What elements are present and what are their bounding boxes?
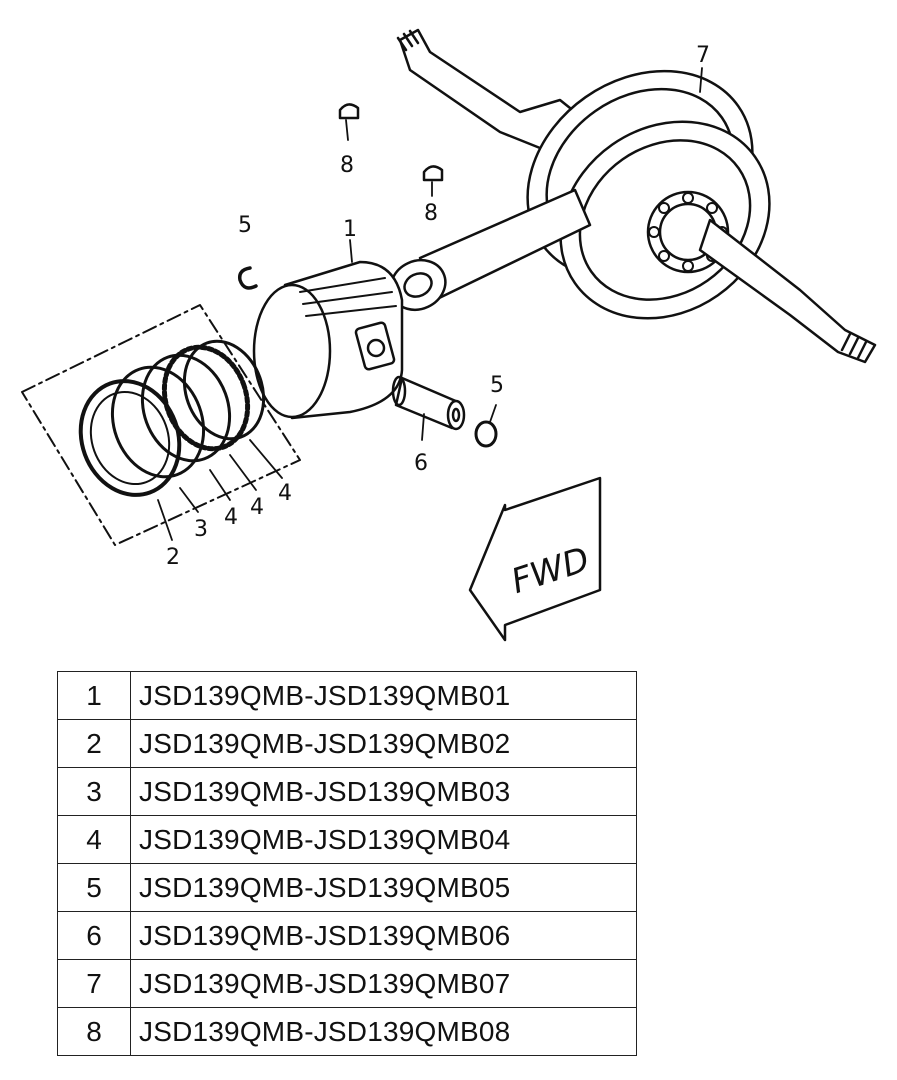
- callout-7: 7: [696, 43, 710, 68]
- crankshaft-front-web-inner: [578, 139, 752, 301]
- ring-oil-a: [140, 353, 232, 463]
- callout-1: 1: [343, 217, 357, 242]
- piston-crown: [252, 283, 332, 419]
- part-number-cell: 3: [57, 767, 131, 816]
- callout-4-a: 4: [224, 505, 238, 530]
- callout-5-left: 5: [238, 213, 252, 238]
- callout-4-c: 4: [278, 481, 292, 506]
- part-number-cell: 4: [57, 815, 131, 864]
- crankshaft-upper-thread: [396, 29, 420, 52]
- piston-ring-grooves: [299, 277, 397, 317]
- callout-2: 2: [166, 545, 180, 570]
- part-code-cell: JSD139QMB-JSD139QMB01: [130, 671, 637, 720]
- fwd-arrow-icon: [468, 476, 602, 642]
- callout-5-right: 5: [490, 373, 504, 398]
- callout-4-b: 4: [250, 495, 264, 520]
- callout-8-lower: 8: [424, 201, 438, 226]
- connecting-rod-small-end-hole: [403, 272, 433, 298]
- ring-second: [110, 365, 206, 479]
- piston: [252, 260, 404, 420]
- woodruff-key-lower: [422, 165, 444, 182]
- ring-oil-b: [161, 344, 251, 452]
- part-code-cell: JSD139QMB-JSD139QMB04: [130, 815, 637, 864]
- part-number-cell: 6: [57, 911, 131, 960]
- callout-6: 6: [414, 451, 428, 476]
- callout-8-upper: 8: [340, 153, 354, 178]
- piston-pin-boss: [354, 321, 396, 371]
- piston-pin: [391, 375, 466, 431]
- part-number-cell: 8: [57, 1007, 131, 1056]
- part-number-cell: 5: [57, 863, 131, 912]
- exploded-parts-diagram: 7 1 8 8 5 5 6 2 3 4 4 4 FWD: [21, 28, 877, 642]
- callout-3: 3: [194, 517, 208, 542]
- part-code-cell: JSD139QMB-JSD139QMB02: [130, 719, 637, 768]
- part-number-cell: 7: [57, 959, 131, 1008]
- ring-set-frame: [21, 304, 301, 546]
- part-code-cell: JSD139QMB-JSD139QMB03: [130, 767, 637, 816]
- crankshaft-lower-shaft: [698, 218, 877, 364]
- part-code-cell: JSD139QMB-JSD139QMB07: [130, 959, 637, 1008]
- part-code-cell: JSD139QMB-JSD139QMB06: [130, 911, 637, 960]
- part-number-cell: 1: [57, 671, 131, 720]
- crankshaft-assembly: [389, 28, 877, 364]
- ring-oil-c: [182, 339, 266, 441]
- circlip-right: [474, 420, 498, 448]
- piston-pin-hole: [366, 338, 386, 358]
- crankshaft-lower-thread: [840, 332, 868, 360]
- piston-rings: [78, 339, 266, 497]
- part-code-cell: JSD139QMB-JSD139QMB05: [130, 863, 637, 912]
- woodruff-key-upper: [338, 103, 360, 120]
- circlip-left: [237, 266, 258, 290]
- leader-lines: [157, 67, 703, 541]
- ring-top: [78, 379, 182, 497]
- part-code-cell: JSD139QMB-JSD139QMB08: [130, 1007, 637, 1056]
- part-number-cell: 2: [57, 719, 131, 768]
